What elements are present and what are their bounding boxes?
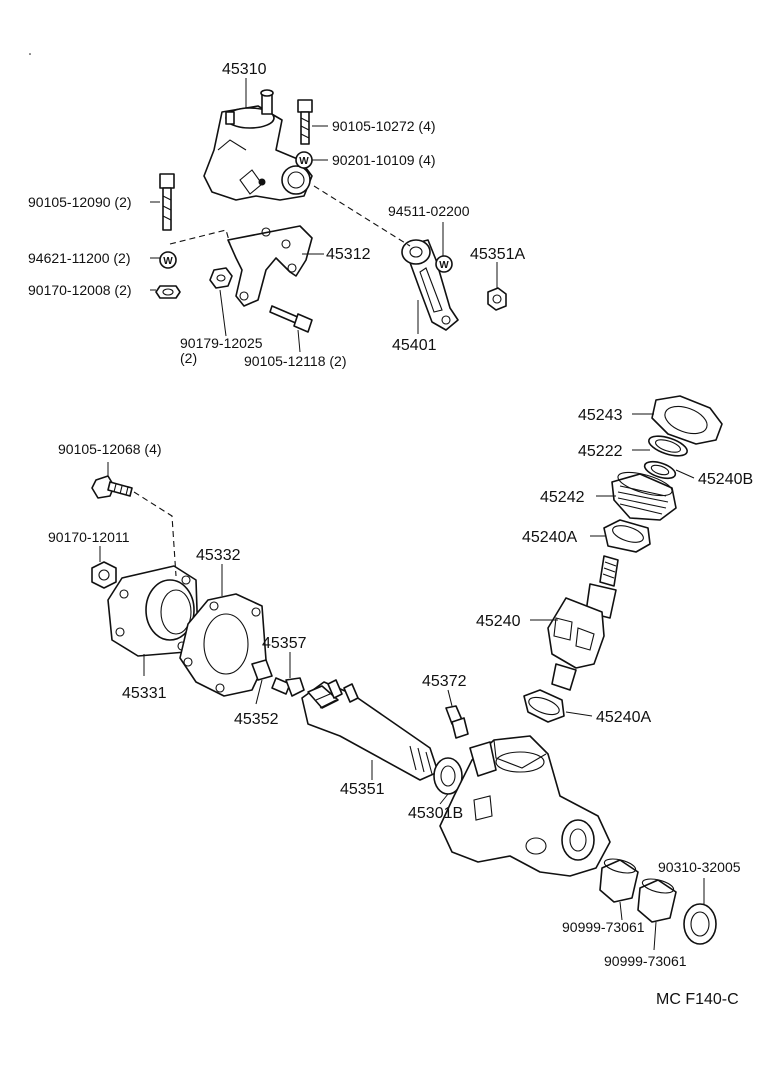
part-45352-lock-plate — [251, 659, 273, 681]
label-45301B: 45301B — [408, 805, 463, 822]
speck-dot — [29, 53, 31, 55]
part-90105-12090-bolt — [159, 173, 175, 231]
label-90105-12068: 90105-12068 (4) — [58, 441, 162, 457]
part-45222-seal — [648, 435, 688, 457]
part-45301B-seal — [433, 757, 463, 795]
part-90105-12068-bolt — [91, 475, 133, 499]
upper-alignment-lines — [169, 185, 411, 247]
part-90170-12008-nut — [155, 285, 181, 299]
label-45332: 45332 — [196, 547, 241, 564]
part-45401-pitman-arm — [401, 239, 459, 331]
label-90105-12118: 90105-12118 (2) — [244, 353, 346, 369]
label-45310: 45310 — [222, 61, 267, 78]
washer-mark-w: W — [299, 156, 309, 167]
washer-mark-w: W — [439, 260, 449, 271]
part-90179-12025-nut — [209, 267, 233, 289]
label-90999-73061-b: 90999-73061 — [604, 953, 687, 969]
part-45240A-upper-bearing — [603, 519, 651, 553]
part-45351-sector-shaft — [301, 679, 439, 781]
label-90105-10272: 90105-10272 (4) — [332, 118, 436, 134]
label-90999-73061-a: 90999-73061 — [562, 919, 645, 935]
label-94621-11200: 94621-11200 (2) — [28, 250, 130, 266]
part-90201-10109-washer: W — [295, 151, 313, 169]
label-90179-12025: 90179-12025 — [180, 335, 263, 351]
part-94621-11200-washer: W — [159, 251, 177, 269]
part-45243-lock-nut — [651, 395, 723, 445]
part-45312-bracket — [227, 225, 313, 307]
label-45351A: 45351A — [470, 246, 525, 263]
part-90999-73061-bushing-a — [599, 858, 639, 903]
label-90170-12008: 90170-12008 (2) — [28, 282, 132, 298]
label-90179-qty: (2) — [180, 350, 197, 366]
label-45357: 45357 — [262, 635, 307, 652]
part-90105-10272-bolt — [297, 99, 313, 145]
part-main-gear-housing — [439, 735, 611, 877]
part-45240A-lower-bearing — [523, 689, 565, 723]
part-45372-plug — [445, 705, 469, 739]
label-45240A-lower: 45240A — [596, 709, 651, 726]
part-45351A-nut — [487, 287, 507, 311]
label-45240B: 45240B — [698, 471, 753, 488]
part-90310-32005-oil-seal — [683, 903, 717, 945]
label-45240A-upper: 45240A — [522, 529, 577, 546]
upper-leader-lines — [150, 78, 498, 353]
label-45222: 45222 — [578, 443, 623, 460]
label-45242: 45242 — [540, 489, 585, 506]
part-45331-housing-cover — [107, 565, 199, 657]
part-45240-worm-shaft — [547, 555, 619, 691]
part-90999-73061-bushing-b — [637, 878, 677, 923]
label-45331: 45331 — [122, 685, 167, 702]
part-45240B-bearing — [643, 460, 677, 480]
label-45240: 45240 — [476, 613, 521, 630]
label-45243: 45243 — [578, 407, 623, 424]
part-45310-gear-housing — [203, 89, 313, 201]
label-45312: 45312 — [326, 246, 371, 263]
label-45351: 45351 — [340, 781, 385, 798]
label-90105-12090: 90105-12090 (2) — [28, 194, 132, 210]
label-90310-32005: 90310-32005 — [658, 859, 741, 875]
label-45372: 45372 — [422, 673, 467, 690]
part-45357-bolt — [271, 677, 305, 697]
part-45242-adjusting-screw — [611, 471, 677, 521]
label-45352: 45352 — [234, 711, 279, 728]
part-labels: 45310 90105-10272 (4) 90201-10109 (4) 90… — [28, 61, 753, 1008]
label-45401: 45401 — [392, 337, 437, 354]
label-90201-10109: 90201-10109 (4) — [332, 152, 436, 168]
part-45332-gasket — [179, 593, 267, 697]
part-94511-02200-washer: W — [435, 255, 453, 273]
part-90170-12011-nut — [91, 561, 117, 589]
diagram-code: MC F140-C — [656, 991, 739, 1008]
label-94511-02200: 94511-02200 — [388, 203, 470, 219]
lower-alignment-lines — [133, 491, 177, 577]
lower-leader-lines — [99, 413, 705, 951]
washer-mark-w: W — [163, 256, 173, 267]
label-90170-12011: 90170-12011 — [48, 529, 130, 545]
part-90105-12118-bolt — [269, 305, 313, 333]
